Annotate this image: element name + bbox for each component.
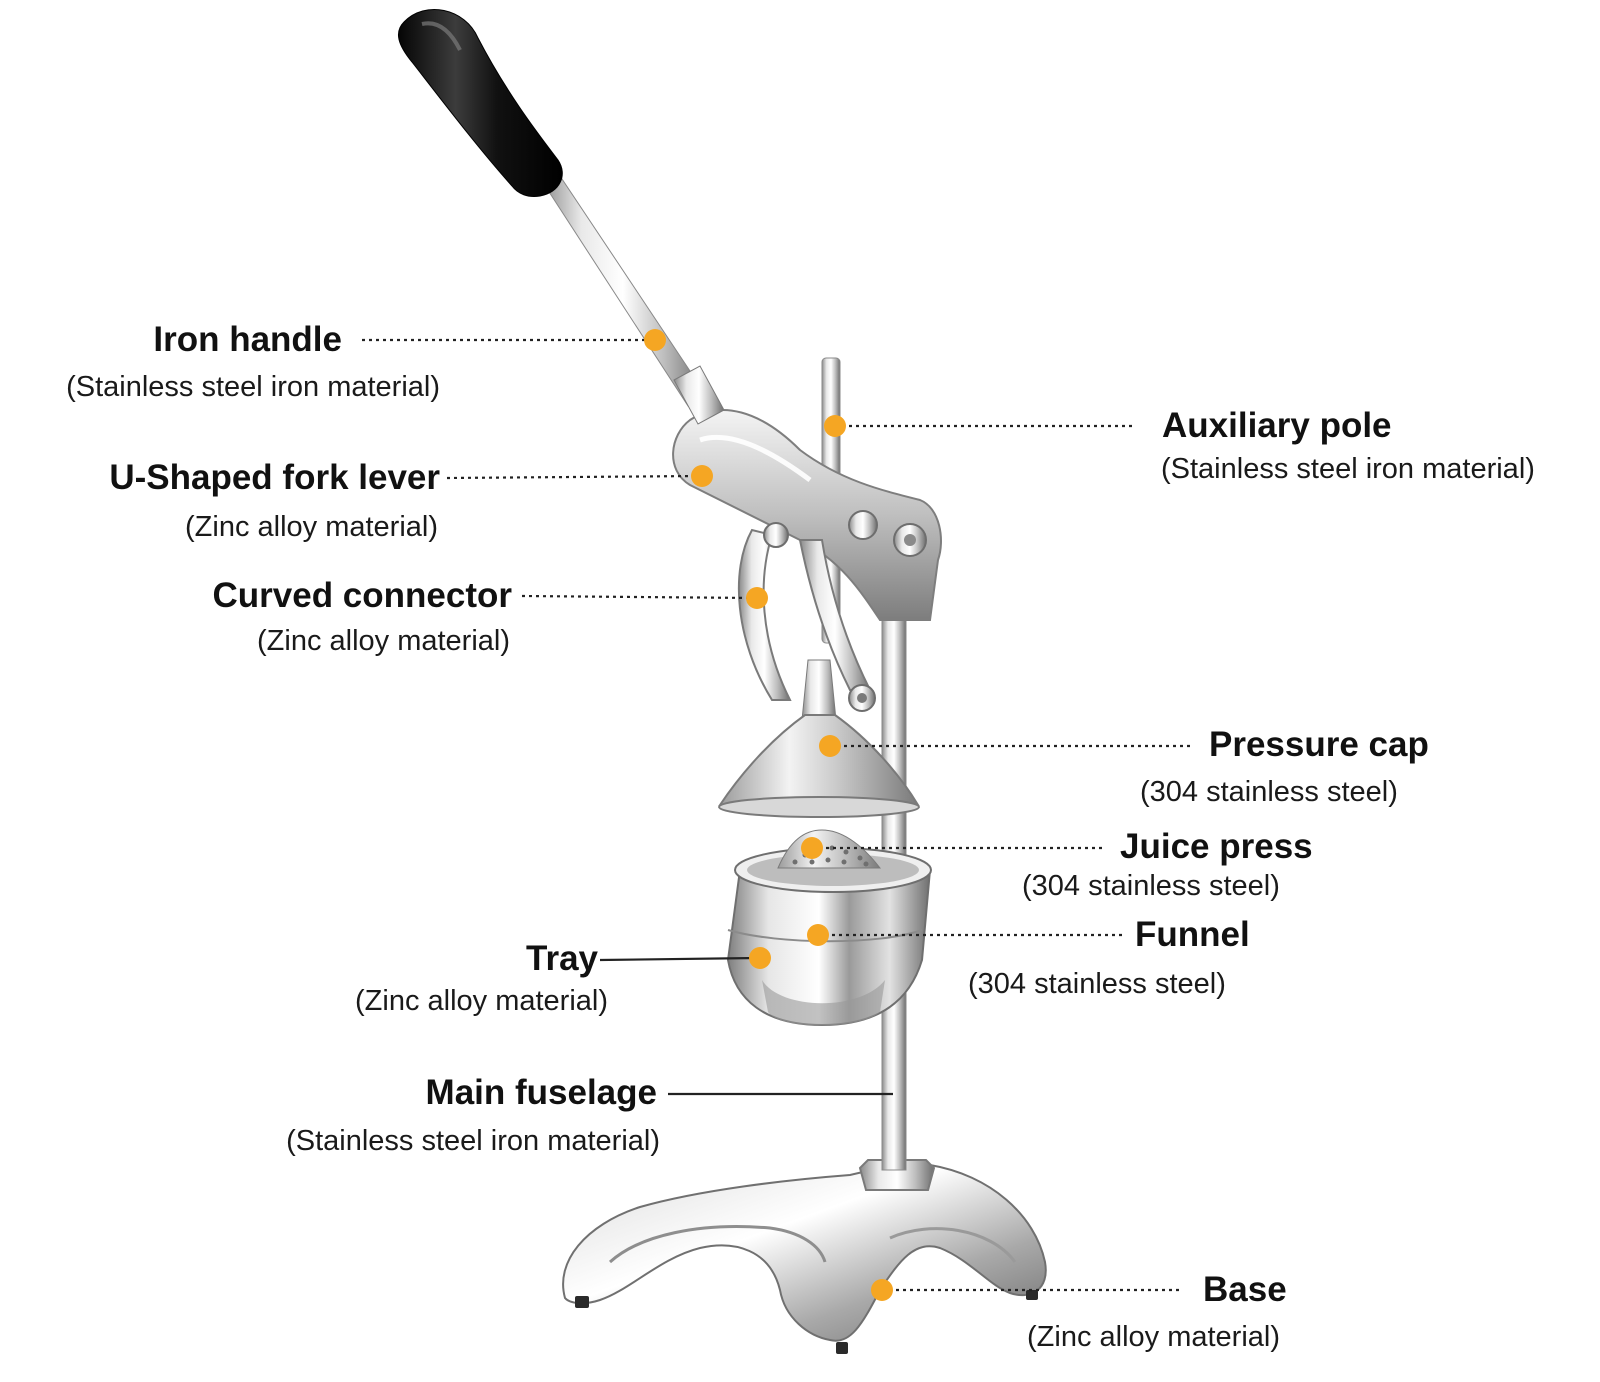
handle-rod bbox=[539, 169, 725, 425]
marker-pressure-cap bbox=[819, 735, 841, 757]
marker-juice-press bbox=[801, 837, 823, 859]
lever-assembly bbox=[672, 409, 942, 621]
marker-auxiliary-pole bbox=[824, 415, 846, 437]
label-tray: Tray bbox=[526, 939, 598, 978]
leader-tray bbox=[599, 956, 758, 962]
pressure-cap-shape bbox=[718, 659, 920, 818]
marker-funnel bbox=[807, 924, 829, 946]
marker-curved-connector bbox=[746, 587, 768, 609]
marker-base bbox=[871, 1279, 893, 1301]
label-funnel: Funnel bbox=[1135, 915, 1250, 954]
leader-curved-connector bbox=[521, 594, 755, 600]
material-u-shaped-fork-lever: (Zinc alloy material) bbox=[185, 511, 438, 543]
label-main-fuselage: Main fuselage bbox=[425, 1073, 657, 1112]
curved-connector-arms bbox=[737, 522, 876, 712]
material-base: (Zinc alloy material) bbox=[1027, 1321, 1280, 1353]
material-funnel: (304 stainless steel) bbox=[968, 968, 1226, 1000]
material-auxiliary-pole: (Stainless steel iron material) bbox=[1161, 453, 1535, 485]
label-juice-press: Juice press bbox=[1120, 827, 1313, 866]
marker-u-shaped-fork-lever bbox=[691, 465, 713, 487]
material-juice-press: (304 stainless steel) bbox=[1022, 870, 1280, 902]
material-tray: (Zinc alloy material) bbox=[355, 985, 608, 1017]
marker-dots bbox=[644, 329, 893, 1301]
marker-iron-handle bbox=[644, 329, 666, 351]
material-curved-connector: (Zinc alloy material) bbox=[257, 625, 510, 657]
material-iron-handle: (Stainless steel iron material) bbox=[66, 371, 440, 403]
leader-u-shaped-fork-lever bbox=[446, 474, 701, 480]
label-iron-handle: Iron handle bbox=[153, 320, 342, 359]
juicer-illustration bbox=[397, 9, 1047, 1354]
handle-grip bbox=[397, 9, 563, 197]
leader-lines bbox=[362, 338, 1190, 1292]
marker-tray bbox=[749, 947, 771, 969]
material-main-fuselage: (Stainless steel iron material) bbox=[286, 1125, 660, 1157]
label-pressure-cap: Pressure cap bbox=[1209, 725, 1429, 764]
label-u-shaped-fork-lever: U-Shaped fork lever bbox=[109, 458, 440, 497]
base-casting bbox=[562, 1159, 1047, 1354]
material-pressure-cap: (304 stainless steel) bbox=[1140, 776, 1398, 808]
label-curved-connector: Curved connector bbox=[212, 576, 513, 615]
funnel-cup-shape bbox=[726, 829, 932, 1027]
label-auxiliary-pole: Auxiliary pole bbox=[1162, 406, 1392, 445]
label-base: Base bbox=[1203, 1270, 1287, 1309]
